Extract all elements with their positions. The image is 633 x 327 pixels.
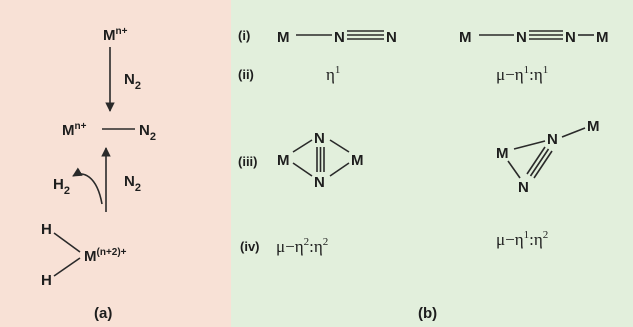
h2-release-arrow: [72, 167, 103, 205]
end-on-terminal-structure: M N N: [277, 29, 397, 46]
side-on-bond-mr-nb: [329, 162, 350, 177]
panel-a-caption: (a): [94, 305, 112, 322]
end-side-bridging-structure: M N N M: [496, 118, 600, 196]
coordination-arrow-label: N2: [124, 71, 141, 92]
h2-released: H2: [53, 176, 70, 197]
end-side-triple-bond-1: [526, 146, 546, 175]
panel-b-background: [231, 0, 633, 327]
end-on-bridging-structure: M N N M: [459, 29, 609, 46]
side-on-bond-ml-nt: [292, 139, 313, 153]
bridging-n2: N: [565, 29, 576, 46]
hydride-h-top: H: [41, 221, 52, 238]
end-side-metal-end: M: [587, 118, 600, 135]
complex-ligand: N2: [139, 122, 156, 143]
end-side-metal-side: M: [496, 145, 509, 162]
end-side-n-top: N: [547, 131, 558, 148]
end-side-bond-n-m: [561, 127, 586, 138]
side-on-bridging-structure: M N N M: [277, 130, 364, 191]
hydride-bond-top: [53, 232, 81, 253]
row-label-i: (i): [238, 28, 250, 43]
bridging-metal-left: M: [459, 29, 472, 46]
end-side-bond-m-nt: [513, 140, 546, 150]
row-label-iv: (iv): [240, 239, 260, 254]
side-on-bond-mr-nt: [329, 139, 350, 153]
hydride-metal: M(n+2)+: [84, 247, 127, 265]
terminal-n1: N: [334, 29, 345, 46]
bridging-metal-right: M: [596, 29, 609, 46]
end-side-triple-bond-2: [529, 148, 550, 177]
panel-a-background: [0, 0, 231, 327]
metal-ion-top: Mn+: [103, 26, 128, 44]
panel-b: (i) (ii) (iii) (iv) M N N M N N M η1: [231, 0, 633, 327]
panel-a: Mn+ N2 Mn+ N2 H2 N2 H H M(n+2)+ (a): [0, 0, 231, 327]
end-side-n-bottom: N: [518, 179, 529, 196]
notation-mu-eta1-eta1: μ−η1:η1: [496, 64, 548, 84]
displacement-arrow-label: N2: [124, 173, 141, 194]
notation-mu-eta1-eta2: μ−η1:η2: [496, 229, 548, 249]
hydride-bond-bottom: [53, 257, 81, 277]
hydride-h-bottom: H: [41, 272, 52, 289]
complex-metal: Mn+: [62, 121, 87, 139]
terminal-metal: M: [277, 29, 290, 46]
row-label-iii: (iii): [238, 154, 258, 169]
notation-eta1: η1: [326, 64, 340, 84]
side-on-metal-left: M: [277, 152, 290, 169]
terminal-n2: N: [386, 29, 397, 46]
panel-b-caption: (b): [418, 305, 437, 322]
side-on-n-top: N: [314, 130, 325, 147]
end-side-bond-m-nb: [507, 160, 521, 179]
end-side-triple-bond-3: [533, 150, 553, 179]
bridging-n1: N: [516, 29, 527, 46]
side-on-n-bottom: N: [314, 174, 325, 191]
side-on-bond-ml-nb: [292, 162, 313, 177]
side-on-metal-right: M: [351, 152, 364, 169]
notation-mu-eta2-eta2: μ−η2:η2: [276, 236, 328, 256]
row-label-ii: (ii): [238, 67, 254, 82]
